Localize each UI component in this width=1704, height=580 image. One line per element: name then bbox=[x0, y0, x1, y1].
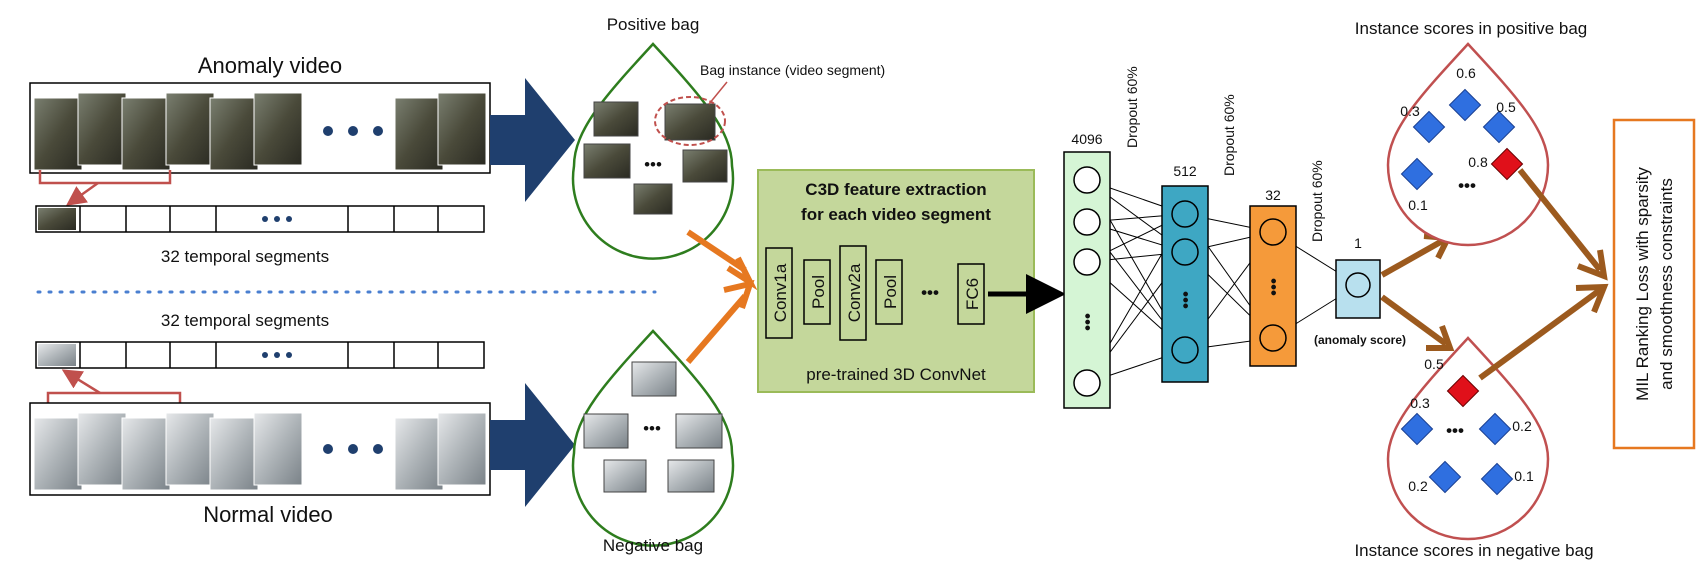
layers-ellipsis: ••• bbox=[921, 283, 939, 302]
normal-to-bag-arrow bbox=[490, 383, 575, 507]
svg-text:•••: ••• bbox=[1176, 291, 1195, 309]
bag-instance-label: Bag instance (video segment) bbox=[700, 62, 885, 78]
pos-diamond-0-8: 0.8 bbox=[1468, 147, 1524, 181]
output-to-scores-arrows bbox=[1380, 233, 1455, 351]
svg-text:Conv2a: Conv2a bbox=[845, 263, 864, 322]
neg-score-ellipsis: ••• bbox=[1446, 421, 1464, 440]
svg-text:•••: ••• bbox=[1264, 278, 1283, 296]
svg-text:0.8: 0.8 bbox=[1468, 154, 1488, 170]
positive-score-instances: 0.6 0.3 0.5 0.8 0.1 ••• bbox=[1400, 65, 1524, 213]
temporal-segments-bottom-label: 32 temporal segments bbox=[161, 311, 329, 330]
dropout-label-2: Dropout 60% bbox=[1221, 94, 1237, 176]
pos-score-ellipsis: ••• bbox=[1458, 176, 1476, 195]
convnet-layers: Conv1a Pool Conv2a Pool ••• FC6 bbox=[765, 245, 985, 341]
layer-4096-box bbox=[1063, 151, 1111, 409]
neg-diamond-0-1: 0.1 bbox=[1480, 462, 1534, 496]
anomaly-score-label: (anomaly score) bbox=[1314, 333, 1406, 347]
pos-diamond-0-6: 0.6 bbox=[1448, 65, 1482, 122]
c3d-title-line2: for each video segment bbox=[801, 205, 991, 224]
svg-text:Conv1a: Conv1a bbox=[771, 263, 790, 322]
c3d-title-line1: C3D feature extraction bbox=[805, 180, 986, 199]
anomaly-segment-bar bbox=[35, 205, 485, 233]
instance-scores-positive-label: Instance scores in positive bag bbox=[1355, 19, 1587, 38]
svg-text:512: 512 bbox=[1173, 163, 1197, 179]
negative-score-instances: 0.5 0.3 0.2 0.2 0.1 ••• bbox=[1400, 356, 1534, 496]
neg-diamond-0-3: 0.3 bbox=[1400, 395, 1434, 446]
svg-text:0.2: 0.2 bbox=[1512, 418, 1532, 434]
layer-pool-1: Pool bbox=[803, 259, 831, 325]
temporal-segments-top-label: 32 temporal segments bbox=[161, 247, 329, 266]
anomaly-bracket bbox=[38, 170, 172, 185]
anomaly-video-label: Anomaly video bbox=[198, 53, 342, 78]
anomaly-video-strip bbox=[29, 82, 491, 174]
svg-text:Pool: Pool bbox=[881, 275, 900, 309]
mil-label-line1: MIL Ranking Loss with sparsity bbox=[1633, 167, 1652, 401]
normal-bracket bbox=[46, 391, 182, 405]
network-layer-32: 32 ••• bbox=[1249, 187, 1297, 367]
network-layer-4096: 4096 ••• bbox=[1063, 131, 1111, 409]
pos-diamond-0-1: 0.1 bbox=[1400, 157, 1434, 213]
normal-video-strip bbox=[29, 402, 491, 496]
negative-bag-clips bbox=[583, 361, 723, 493]
positive-bag-label: Positive bag bbox=[607, 15, 700, 34]
negative-bag-label: Negative bag bbox=[603, 536, 703, 555]
positive-bag-shape bbox=[571, 42, 735, 260]
svg-text:32: 32 bbox=[1265, 187, 1281, 203]
svg-text:4096: 4096 bbox=[1071, 131, 1102, 147]
bags-to-c3d-arrows bbox=[685, 229, 758, 364]
instance-scores-negative-label: Instance scores in negative bag bbox=[1354, 541, 1593, 560]
positive-bag-ellipsis: ••• bbox=[644, 155, 662, 174]
bag-instance-highlight bbox=[654, 96, 726, 146]
layer-conv2a: Conv2a bbox=[839, 245, 867, 341]
neg-diamond-0-2-right: 0.2 bbox=[1478, 412, 1532, 446]
svg-text:0.1: 0.1 bbox=[1514, 468, 1534, 484]
svg-text:0.5: 0.5 bbox=[1496, 99, 1516, 115]
positive-bag-clips bbox=[583, 101, 728, 215]
svg-text:0.6: 0.6 bbox=[1456, 65, 1476, 81]
svg-text:0.1: 0.1 bbox=[1408, 197, 1428, 213]
svg-text:1: 1 bbox=[1354, 235, 1362, 251]
svg-text:0.5: 0.5 bbox=[1424, 356, 1444, 372]
network-layer-512: 512 ••• bbox=[1161, 163, 1209, 383]
pos-diamond-0-5: 0.5 bbox=[1482, 99, 1516, 144]
layer-pool-2: Pool bbox=[875, 259, 903, 325]
svg-text:FC6: FC6 bbox=[963, 278, 982, 310]
layer-conv1a: Conv1a bbox=[765, 247, 793, 339]
dropout-label-1: Dropout 60% bbox=[1124, 66, 1140, 148]
anomaly-to-bag-arrow bbox=[490, 78, 575, 202]
mil-ranking-loss-box bbox=[1612, 118, 1696, 450]
layer-fc6: FC6 bbox=[957, 263, 985, 325]
negative-score-bag-shape bbox=[1386, 336, 1550, 541]
pretrained-label: pre-trained 3D ConvNet bbox=[806, 365, 986, 384]
pos-diamond-0-3: 0.3 bbox=[1400, 103, 1446, 144]
neg-diamond-0-2-left: 0.2 bbox=[1408, 460, 1462, 494]
svg-text:Pool: Pool bbox=[809, 275, 828, 309]
svg-text:0.3: 0.3 bbox=[1400, 103, 1420, 119]
svg-text:•••: ••• bbox=[1078, 313, 1097, 331]
svg-text:0.3: 0.3 bbox=[1410, 395, 1430, 411]
scores-to-mil-arrows bbox=[1478, 168, 1609, 381]
normal-segment-bar bbox=[35, 341, 485, 369]
neg-diamond-0-5: 0.5 bbox=[1424, 356, 1480, 408]
normal-video-label: Normal video bbox=[203, 502, 333, 527]
dropout-label-3: Dropout 60% bbox=[1309, 160, 1325, 242]
positive-score-bag-shape bbox=[1386, 42, 1550, 247]
svg-text:0.2: 0.2 bbox=[1408, 478, 1428, 494]
negative-bag-ellipsis: ••• bbox=[643, 419, 661, 438]
network-layer-1: 1 bbox=[1335, 235, 1381, 319]
mil-label-line2: and smoothness constraints bbox=[1657, 178, 1676, 390]
